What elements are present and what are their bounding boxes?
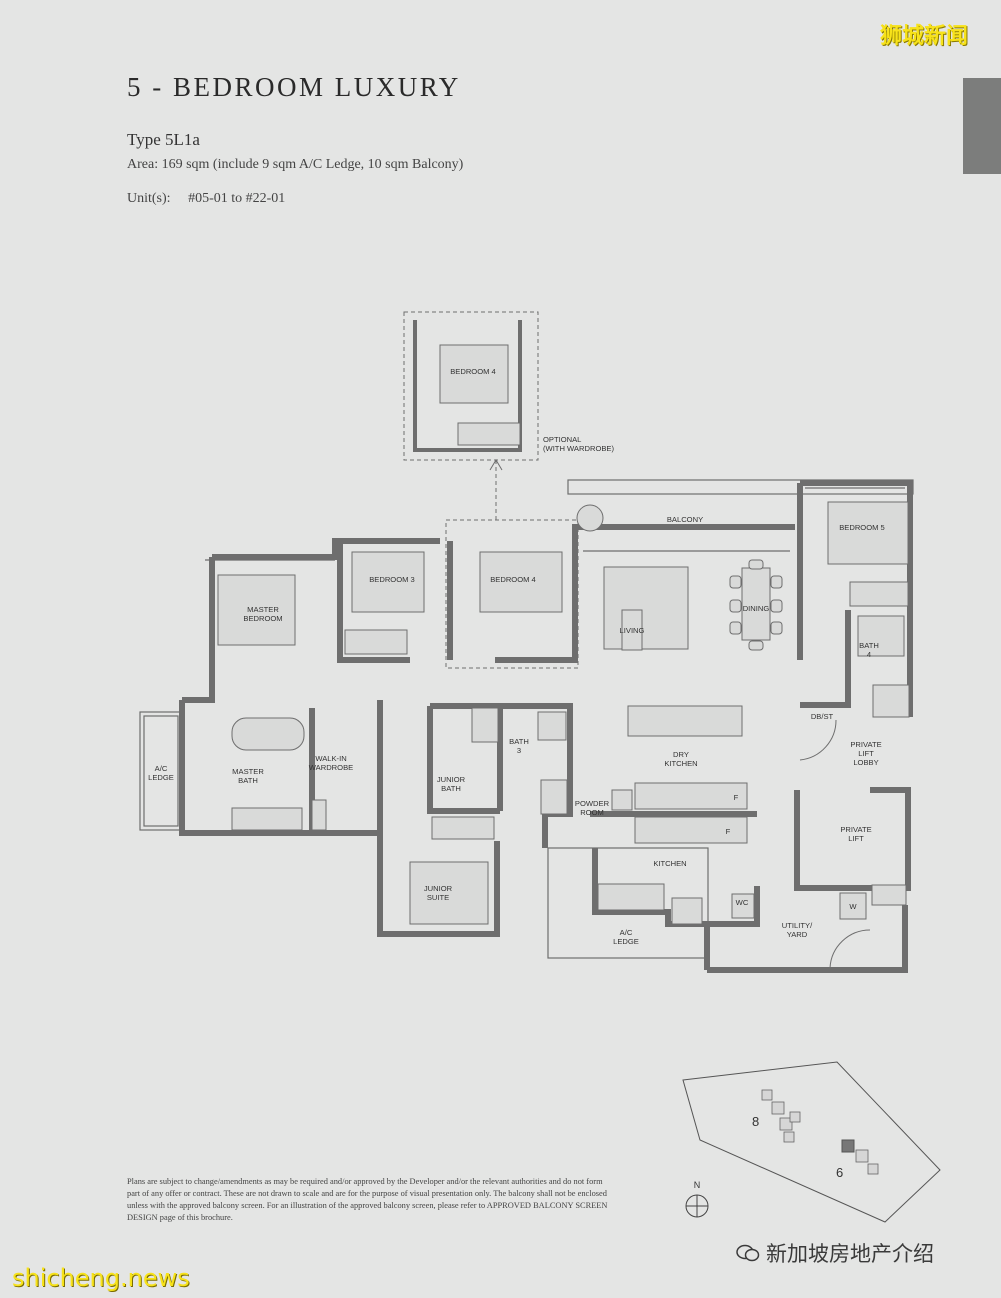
label-master-bath: MASTER: [232, 767, 264, 776]
watermark-top: 狮城新闻: [880, 24, 969, 49]
ac-ledge2-outline: [547, 847, 709, 959]
unit-area: Area: 169 sqm (include 9 sqm A/C Ledge, …: [127, 157, 464, 172]
north-label: N: [694, 1180, 701, 1190]
units-label: Unit(s):: [127, 191, 171, 206]
label-bedroom5: BEDROOM 5: [839, 523, 885, 532]
svg-text:LEDGE: LEDGE: [148, 773, 174, 782]
bed-master: [217, 574, 296, 646]
wall-junior-suite: [377, 833, 500, 937]
wall-bath4: [800, 610, 851, 708]
label-bath4: BATH: [859, 641, 879, 650]
svg-text:BEDROOM: BEDROOM: [243, 614, 282, 623]
bed-optional: [439, 344, 509, 404]
label-fridge: F: [734, 793, 739, 802]
svg-text:BATH: BATH: [441, 784, 461, 793]
door-swing-lobby: [799, 719, 837, 761]
svg-text:F: F: [726, 827, 731, 836]
wall-north-bedrooms: [212, 538, 440, 560]
svg-text:4: 4: [867, 650, 871, 659]
disclaimer-text: Plans are subject to change/amendments a…: [127, 1177, 608, 1222]
unit-range: Unit(s): #05-01 to #22-01: [127, 191, 285, 207]
wall-bedroom3: [337, 541, 410, 663]
section-tab: [963, 78, 1001, 174]
sofa-l: [603, 566, 689, 650]
svg-text:LOBBY: LOBBY: [853, 758, 878, 767]
svg-text:YARD: YARD: [787, 930, 808, 939]
svg-text:SUITE: SUITE: [427, 893, 449, 902]
optional-bedroom-outline: [403, 311, 539, 461]
balcony-table: [576, 504, 604, 532]
wall-optional-bedroom: [413, 320, 522, 452]
wall-kitchen: [592, 848, 760, 927]
label-living: LIVING: [620, 626, 645, 635]
block-6-label: 6: [836, 1165, 843, 1180]
ac-ledge-outline: [139, 711, 183, 831]
wall-utility: [707, 905, 908, 973]
dining-table: [741, 567, 771, 641]
wechat-watermark: 新加坡房地产介绍: [736, 1238, 934, 1268]
label-bedroom4-optional: BEDROOM 4: [450, 367, 496, 376]
bed-bedroom5: [827, 501, 909, 565]
label-bath3: BATH: [509, 737, 529, 746]
label-junior-bath: JUNIOR: [437, 775, 466, 784]
label-junior-suite: JUNIOR: [424, 884, 453, 893]
label-ac-ledge: A/C: [155, 764, 168, 773]
wall-master-west: [182, 557, 215, 703]
label-master-bedroom: MASTER: [247, 605, 279, 614]
wechat-icon: [736, 1243, 760, 1263]
bed-junior-suite: [409, 861, 489, 925]
page-title: 5 - BEDROOM LUXURY: [127, 72, 461, 102]
label-walkin-wardrobe: WALK-IN: [315, 754, 346, 763]
svg-text:OPTIONAL: OPTIONAL: [543, 435, 581, 444]
svg-text:LEDGE: LEDGE: [613, 937, 639, 946]
site-key-plan: 8 6 N: [682, 1061, 941, 1223]
wall-bath3: [500, 703, 573, 848]
svg-text:LIFT: LIFT: [858, 749, 874, 758]
svg-text:WARDROBE: WARDROBE: [309, 763, 353, 772]
bathtub: [231, 717, 305, 751]
wall-junior-bath-2: [427, 706, 500, 814]
wall-balcony: [572, 524, 795, 541]
watermark-bottom: shicheng.news: [12, 1264, 190, 1292]
label-dining: DINING: [743, 604, 770, 613]
svg-text:LIFT: LIFT: [848, 834, 864, 843]
label-bedroom3: BEDROOM 3: [369, 575, 415, 584]
arrow-up-icon: [489, 459, 503, 471]
label-db-st: DB/ST: [811, 712, 834, 721]
block-8-label: 8: [752, 1114, 759, 1129]
label-bedroom4: BEDROOM 4: [490, 575, 536, 584]
label-wc: WC: [736, 898, 749, 907]
wall-bedroom5-east: [800, 480, 913, 717]
svg-text:(WITH WARDROBE): (WITH WARDROBE): [543, 444, 614, 453]
wechat-account: 新加坡房地产介绍: [766, 1242, 934, 1266]
units-value: #05-01 to #22-01: [188, 191, 286, 206]
label-powder-room: POWDER: [575, 799, 610, 808]
wall-bedroom4-east: [495, 541, 578, 663]
door-swing-utility: [829, 929, 871, 969]
label-private-lift-lobby: PRIVATE: [850, 740, 881, 749]
label-kitchen: KITCHEN: [653, 859, 686, 868]
island-counter: [627, 705, 743, 737]
label-washer: W: [849, 902, 857, 911]
label-private-lift: PRIVATE: [840, 825, 871, 834]
unit-type: Type 5L1a: [127, 130, 200, 149]
svg-text:3: 3: [517, 746, 521, 755]
label-ac-ledge-kitchen: A/C: [620, 928, 633, 937]
label-utility-yard: UTILITY/: [782, 921, 813, 930]
svg-text:KITCHEN: KITCHEN: [664, 759, 697, 768]
bed-bedroom4: [479, 551, 563, 613]
label-balcony: BALCONY: [667, 515, 703, 524]
label-dry-kitchen: DRY: [673, 750, 689, 759]
wall-lift: [794, 787, 911, 891]
svg-text:BATH: BATH: [238, 776, 258, 785]
svg-text:ROOM: ROOM: [580, 808, 604, 817]
bed-bedroom3: [351, 551, 425, 613]
